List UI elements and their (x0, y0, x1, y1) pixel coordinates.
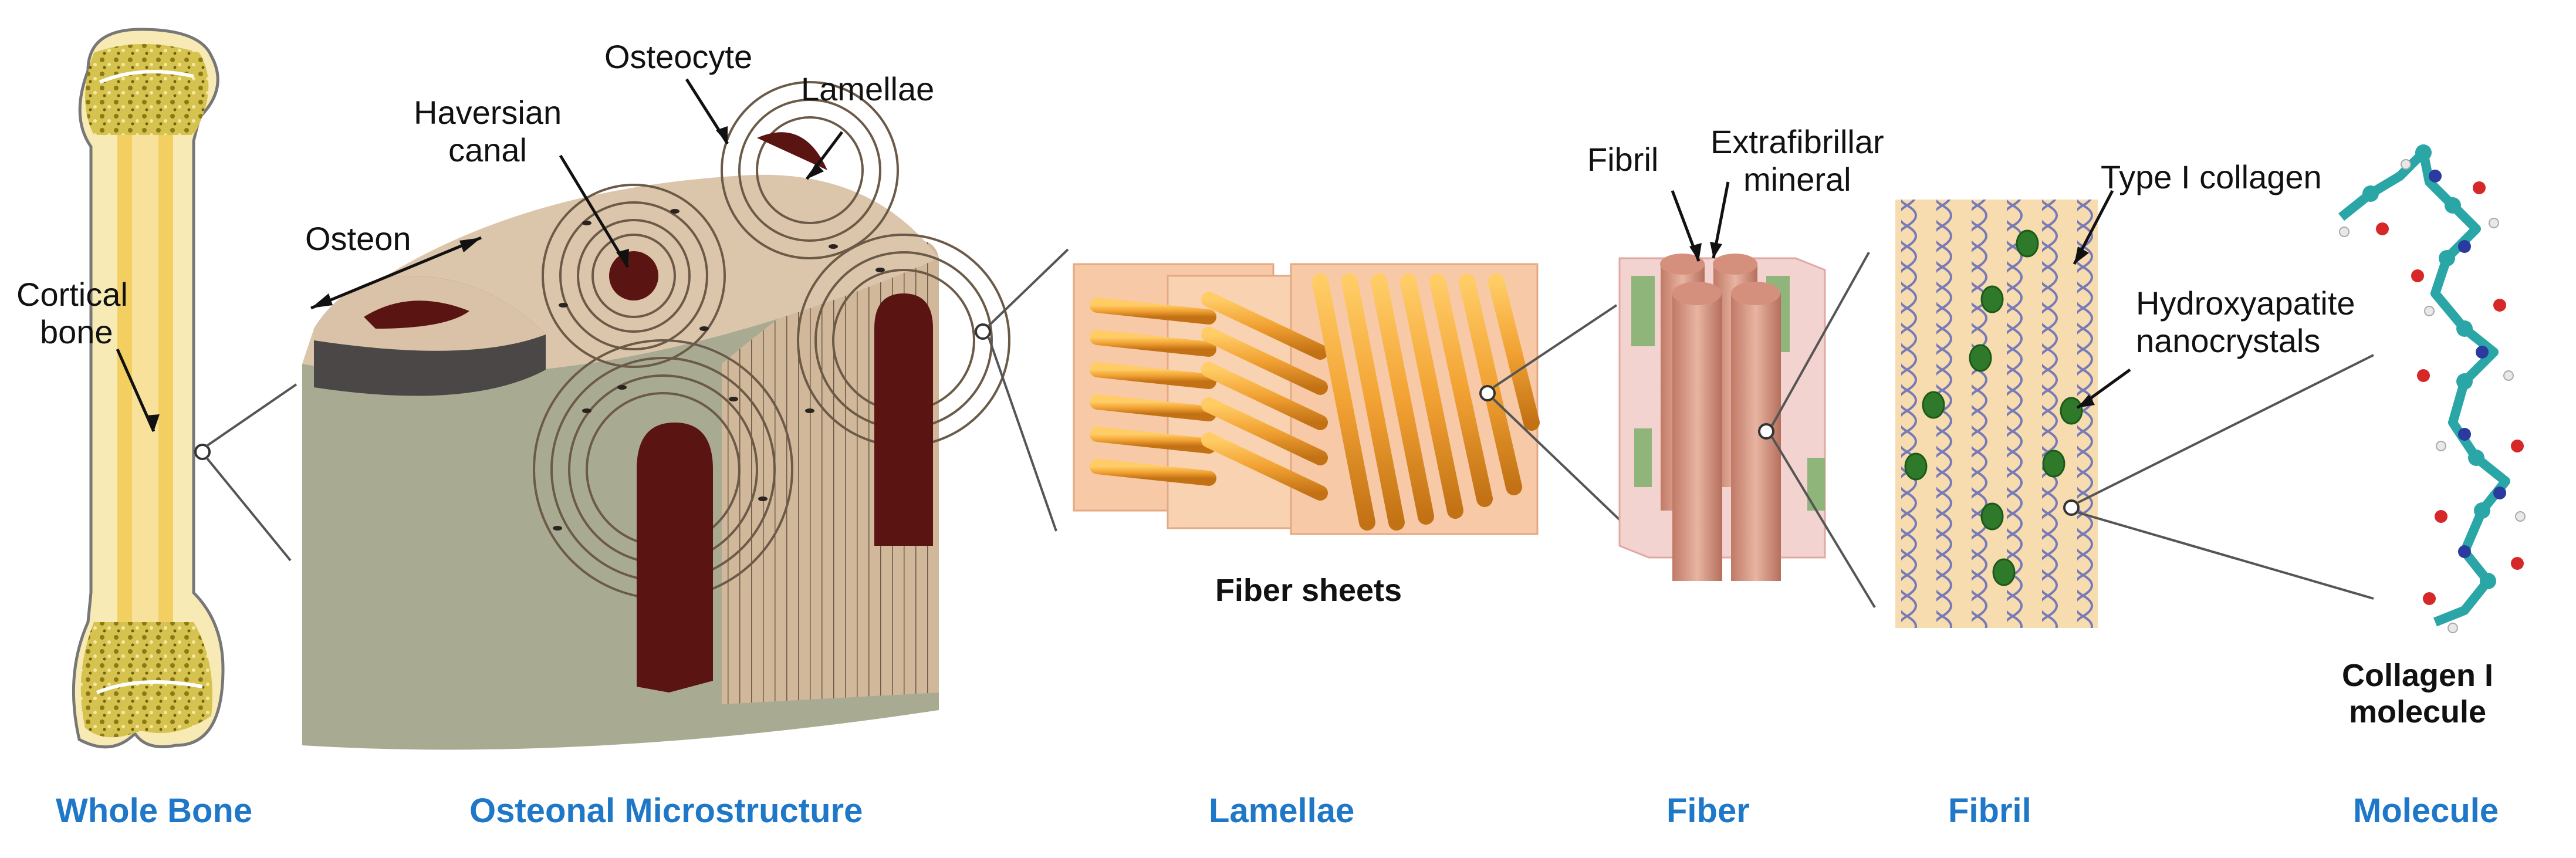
caption-fibril: Fibril (1948, 792, 2031, 830)
fibril-illustration (1895, 190, 2374, 628)
osteocyte-label: Osteocyte (604, 38, 753, 75)
extrafibrillar-mineral-label: Extrafibrillar mineral (1710, 123, 1884, 198)
caption-lamellae: Lamellae (1209, 792, 1355, 830)
lamellae-illustration (1073, 263, 1630, 535)
fiber-illustration (1618, 181, 1876, 609)
caption-fiber: Fiber (1666, 792, 1750, 830)
caption-whole-bone: Whole Bone (56, 792, 253, 830)
lamellae-label: Lamellae (801, 70, 935, 107)
fibril-label: Fibril (1587, 141, 1659, 178)
osteon-label: Osteon (305, 220, 411, 257)
caption-osteonal-microstructure: Osteonal Microstructure (469, 792, 863, 830)
osteonal-block-illustration (302, 78, 1069, 750)
hydroxyapatite-nanocrystals-label: Hydroxyapatite nanocrystals (2136, 285, 2355, 360)
haversian-canal-label: Haversian canal (414, 94, 562, 169)
type-i-collagen-label: Type I collagen (2101, 158, 2322, 195)
caption-molecule: Molecule (2353, 792, 2499, 830)
whole-bone-illustration (72, 28, 298, 749)
collagen-molecule-illustration (2338, 144, 2526, 633)
collagen-molecule-label: Collagen I molecule (2341, 658, 2494, 730)
fiber-sheets-label: Fiber sheets (1215, 573, 1402, 608)
fibril-cylinders (1660, 254, 1781, 581)
cortical-bone-label: Cortical bone (16, 276, 128, 351)
